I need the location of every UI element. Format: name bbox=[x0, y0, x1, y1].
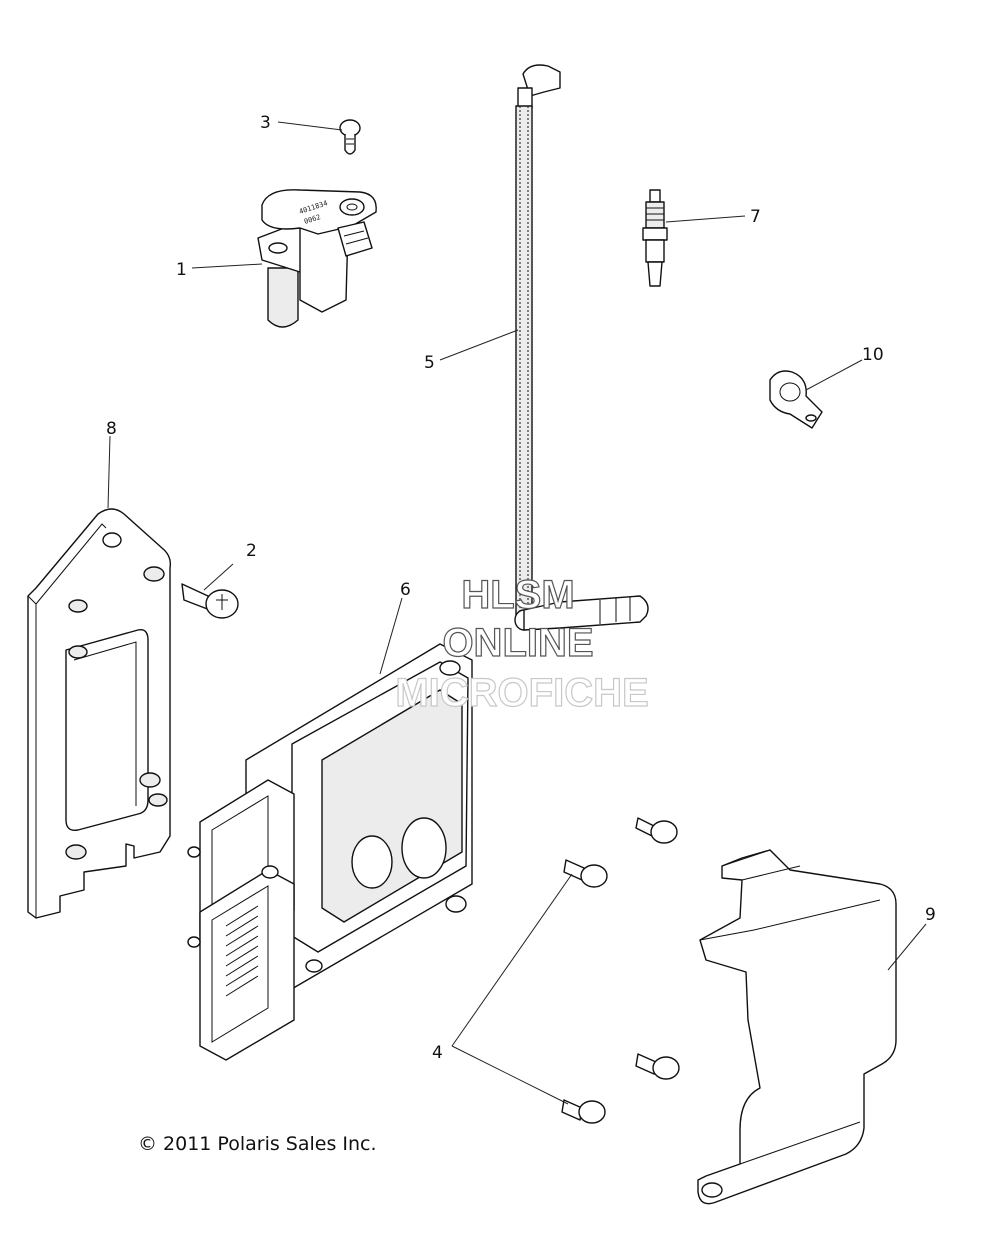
part-7-spark-plug bbox=[642, 189, 668, 287]
watermark-line2: ONLINE bbox=[442, 621, 593, 665]
callout-numbers: 1 2 3 4 5 6 7 8 9 10 bbox=[106, 113, 936, 1063]
part-8-bracket bbox=[27, 508, 172, 919]
callout-10: 10 bbox=[862, 345, 884, 365]
bracket-studs bbox=[65, 566, 168, 860]
part-6-ecu bbox=[187, 643, 473, 1061]
screw-c bbox=[635, 1053, 680, 1080]
leader-lines bbox=[107, 121, 927, 1105]
callout-5: 5 bbox=[424, 353, 435, 373]
callout-3: 3 bbox=[260, 113, 271, 133]
callout-6: 6 bbox=[400, 580, 411, 600]
callout-1: 1 bbox=[176, 260, 187, 280]
watermark: HLSM ONLINE MICROFICHE bbox=[395, 572, 650, 715]
watermark-line1: HLSM bbox=[461, 573, 574, 617]
screw-b bbox=[563, 859, 608, 888]
part-3-screw bbox=[339, 119, 361, 155]
part-9-cover bbox=[697, 849, 897, 1205]
part-10-clamp bbox=[769, 370, 823, 429]
copyright-notice: © 2011 Polaris Sales Inc. bbox=[138, 1133, 377, 1155]
screw-d bbox=[561, 1099, 606, 1124]
part-4-screws bbox=[561, 817, 680, 1124]
callout-4: 4 bbox=[432, 1043, 443, 1063]
watermark-line3: MICROFICHE bbox=[395, 671, 648, 715]
callout-8: 8 bbox=[106, 419, 117, 439]
part-1-ignition-coil: 4011834 0062 bbox=[257, 189, 377, 328]
screw-a bbox=[635, 817, 678, 844]
part-2-screw bbox=[181, 583, 239, 619]
callout-9: 9 bbox=[925, 905, 936, 925]
callout-7: 7 bbox=[750, 207, 761, 227]
part-5-spark-plug-wire bbox=[514, 64, 649, 631]
callout-2: 2 bbox=[246, 541, 257, 561]
